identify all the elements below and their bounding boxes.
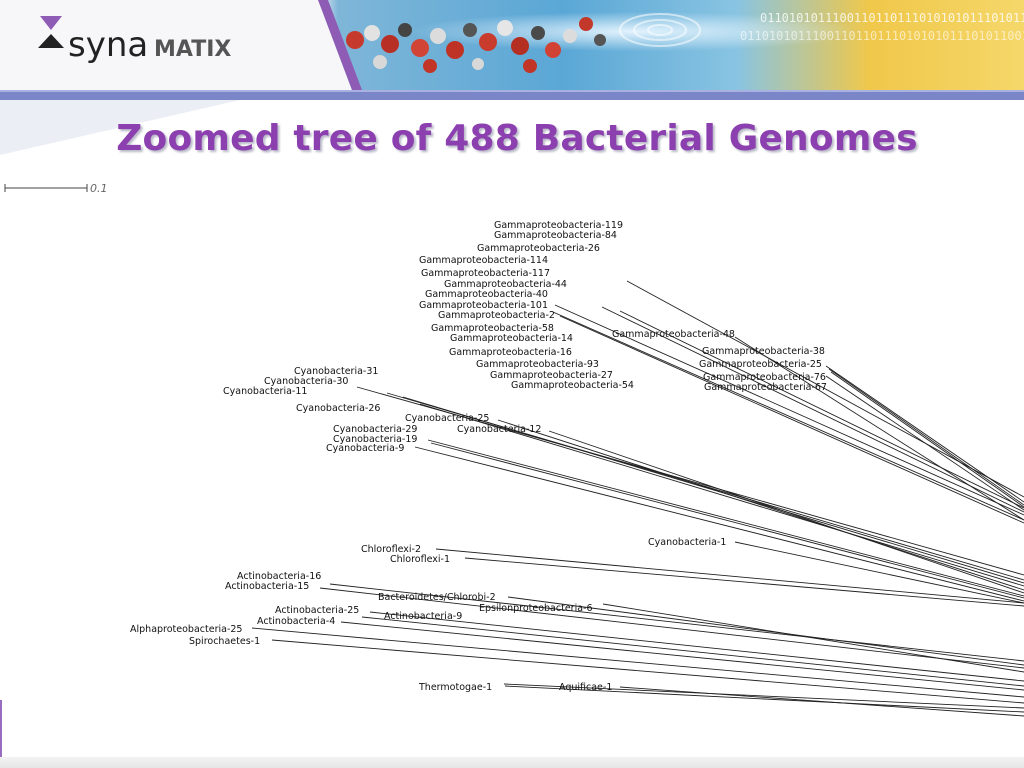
binary-text-2: 0110101011100110110111010101011101011001… [740, 29, 1024, 43]
taxon-label: Gammaproteobacteria-38 [702, 346, 825, 357]
taxon-label: Gammaproteobacteria-101 [419, 300, 548, 311]
synamatix-logo: syna MATIX [38, 16, 231, 65]
taxon-label: Aquificae-1 [559, 682, 612, 693]
taxon-label: Cyanobacteria-31 [294, 366, 378, 377]
swirl-decoration [619, 13, 701, 47]
taxon-label: Gammaproteobacteria-26 [477, 243, 600, 254]
taxon-label: Cyanobacteria-25 [405, 413, 489, 424]
taxon-label: Thermotogae-1 [418, 682, 492, 693]
taxon-label: Bacteroidetes/Chlorobi-2 [378, 592, 496, 603]
taxon-label: Cyanobacteria-1 [648, 537, 726, 548]
taxon-label: Gammaproteobacteria-84 [494, 230, 617, 241]
taxon-label: Gammaproteobacteria-40 [425, 289, 548, 300]
taxon-label: Gammaproteobacteria-27 [490, 370, 613, 381]
scale-label: 0.1 [90, 182, 108, 195]
taxon-labels: Gammaproteobacteria-119 Gammaproteobacte… [130, 220, 827, 693]
taxon-label: Gammaproteobacteria-114 [419, 255, 548, 266]
taxon-label: Gammaproteobacteria-117 [421, 268, 550, 279]
binary-text: 0110101011100110110111010101011101011001… [760, 11, 1024, 25]
taxon-label: Cyanobacteria-12 [457, 424, 541, 435]
taxon-label: Spirochaetes-1 [189, 636, 260, 647]
logo-text-main: syna [68, 25, 148, 65]
taxon-label: Gammaproteobacteria-44 [444, 279, 567, 290]
taxon-label: Cyanobacteria-29 [333, 424, 417, 435]
taxon-label: Gammaproteobacteria-58 [431, 323, 554, 334]
slide-title: Zoomed tree of 488 Bacterial Genomes [116, 118, 918, 159]
banner-shadow [0, 100, 240, 155]
taxon-label: Actinobacteria-9 [384, 611, 462, 622]
taxon-label: Cyanobacteria-26 [296, 403, 380, 414]
taxon-label: Gammaproteobacteria-2 [438, 310, 555, 321]
footer-band [0, 757, 1024, 768]
left-edge-accent [0, 700, 2, 768]
molecule-icon [346, 17, 606, 73]
taxon-label: Actinobacteria-15 [225, 581, 309, 592]
taxon-label: Actinobacteria-4 [257, 616, 335, 627]
taxon-label: Gammaproteobacteria-67 [704, 382, 827, 393]
taxon-label: Cyanobacteria-30 [264, 376, 348, 387]
taxon-label: Cyanobacteria-9 [326, 443, 404, 454]
scale-bar [4, 184, 88, 192]
tree-branches [251, 280, 1024, 717]
taxon-label: Gammaproteobacteria-76 [703, 372, 826, 383]
taxon-label: Epsilonproteobacteria-6 [479, 603, 593, 614]
taxon-label: Chloroflexi-1 [390, 554, 450, 565]
taxon-label: Gammaproteobacteria-16 [449, 347, 572, 358]
taxon-label: Gammaproteobacteria-93 [476, 359, 599, 370]
taxon-label: Actinobacteria-16 [237, 571, 321, 582]
taxon-label: Actinobacteria-25 [275, 605, 359, 616]
logo-text-accent: MATIX [154, 37, 231, 62]
taxon-label: Gammaproteobacteria-48 [612, 329, 735, 340]
header-banner: 0110101011100110110111010101011101011001… [0, 0, 1024, 100]
taxon-label: Gammaproteobacteria-14 [450, 333, 573, 344]
taxon-label: Gammaproteobacteria-25 [699, 359, 822, 370]
taxon-label: Chloroflexi-2 [361, 544, 421, 555]
taxon-label: Cyanobacteria-11 [223, 386, 307, 397]
taxon-label: Cyanobacteria-19 [333, 434, 417, 445]
taxon-label: Gammaproteobacteria-119 [494, 220, 623, 231]
header-band [0, 90, 1024, 100]
taxon-label: Alphaproteobacteria-25 [130, 624, 242, 635]
taxon-label: Gammaproteobacteria-54 [511, 380, 634, 391]
